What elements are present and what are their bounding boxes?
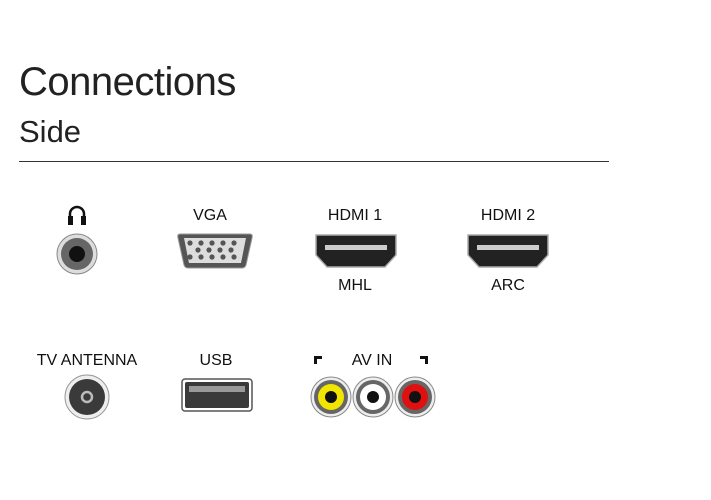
vga-pin: [198, 240, 204, 246]
av-in-label: AV IN: [351, 352, 393, 369]
divider: [19, 161, 609, 162]
hdmi2-sublabel: ARC: [491, 277, 525, 294]
vga-pin: [220, 240, 226, 246]
hdmi1-port: [315, 234, 397, 268]
vga-pin: [198, 254, 204, 260]
vga-pin: [231, 240, 237, 246]
vga-pin: [228, 247, 234, 253]
av-in-jacks: [310, 376, 436, 418]
section-subtitle: Side: [19, 114, 82, 149]
vga-pin: [209, 240, 215, 246]
hdmi2-label: HDMI 2: [480, 207, 536, 224]
vga-pin: [217, 247, 223, 253]
hdmi1-sublabel: MHL: [338, 277, 372, 294]
hdmi2-port: [467, 234, 549, 268]
headphone-icon: [68, 205, 86, 225]
av-bracket-right: [420, 356, 428, 364]
vga-pin: [195, 247, 201, 253]
usb-port: [181, 378, 253, 412]
vga-pin: [220, 254, 226, 260]
rca-jack: [394, 376, 436, 418]
vga-pin: [206, 247, 212, 253]
vga-pin: [209, 254, 215, 260]
rca-jack: [310, 376, 352, 418]
vga-port: [177, 233, 253, 269]
vga-pin: [187, 240, 193, 246]
usb-label: USB: [199, 352, 233, 369]
av-bracket-left: [314, 356, 322, 364]
vga-pin: [231, 254, 237, 260]
headphone-jack: [56, 233, 98, 275]
page-title: Connections: [19, 60, 236, 104]
vga-label: VGA: [193, 207, 227, 224]
rca-jack: [352, 376, 394, 418]
antenna-port: [64, 374, 110, 420]
hdmi1-label: HDMI 1: [327, 207, 383, 224]
antenna-label: TV ANTENNA: [36, 352, 138, 369]
vga-pin: [187, 254, 193, 260]
